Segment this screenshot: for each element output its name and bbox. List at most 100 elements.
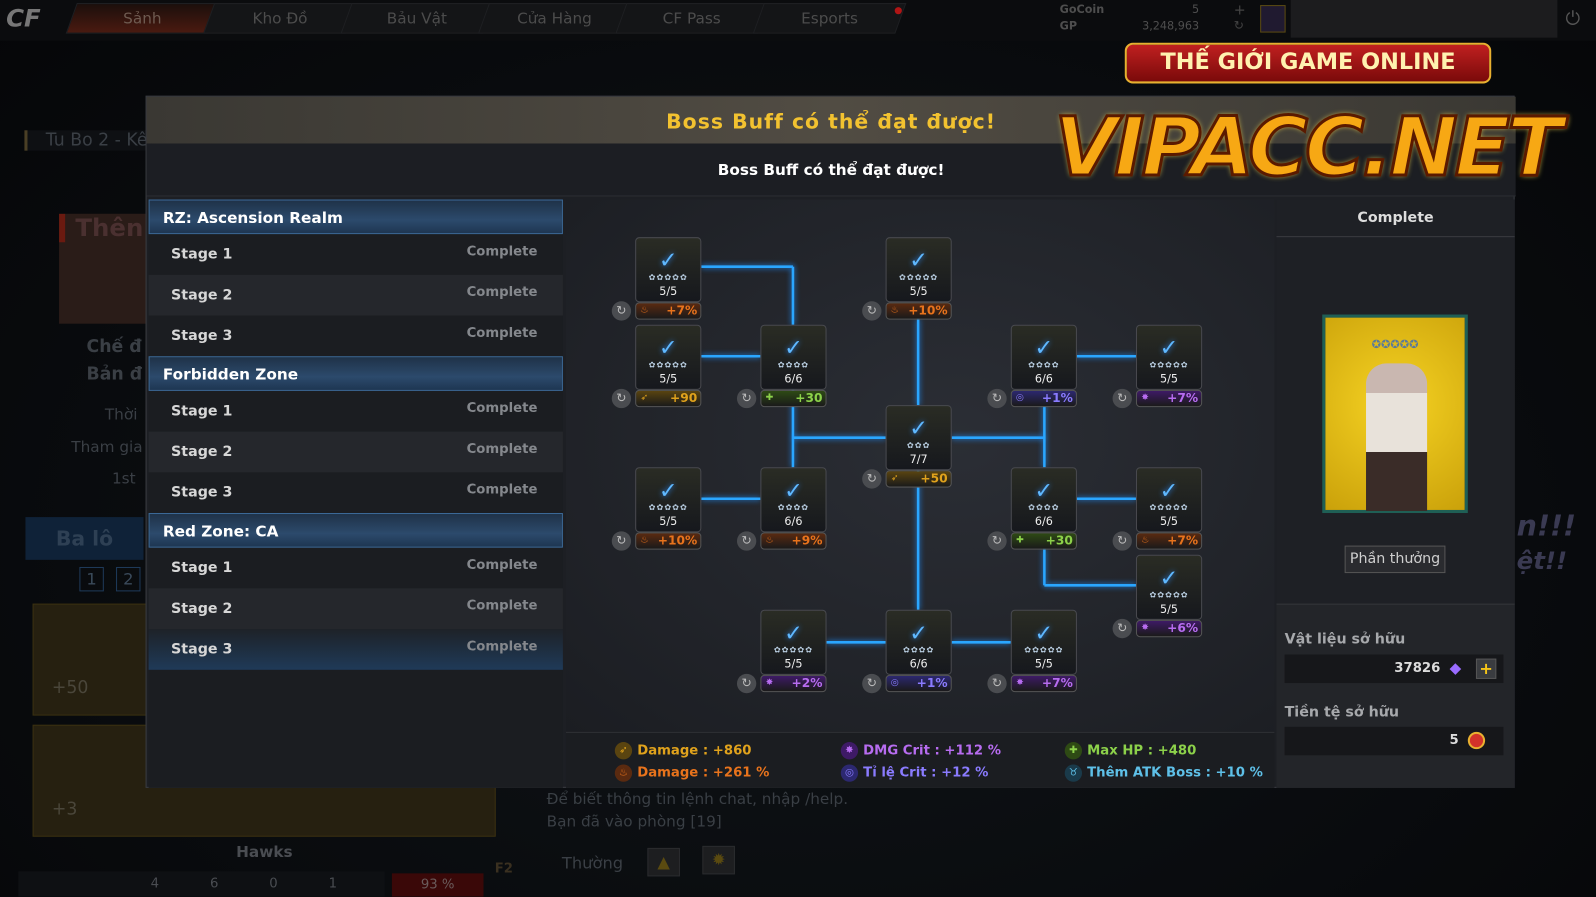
add-materials-button[interactable]: +	[1475, 658, 1497, 679]
boss-node[interactable]: ✓✿✿✿✿6/6	[885, 609, 952, 675]
buff-value: +30	[795, 390, 823, 406]
buff-badge: ◎+1%	[1010, 389, 1077, 408]
reward-character-card[interactable]: ✪✪✪✪✪	[1322, 314, 1468, 514]
boss-node[interactable]: ✓✿✿✿✿✿5/5	[635, 467, 702, 533]
boss-node[interactable]: ✓✿✿✿7/7	[885, 405, 952, 471]
tree-connectors	[701, 265, 1136, 644]
tab-cua-hang[interactable]: Cửa Hàng	[477, 3, 632, 34]
boss-node[interactable]: ✓✿✿✿✿✿5/5	[635, 324, 702, 390]
node-progress: 5/5	[1034, 657, 1053, 671]
tab-esports[interactable]: Esports	[752, 3, 907, 34]
boss-node[interactable]: ✓✿✿✿✿✿5/5	[885, 237, 952, 303]
chat-message: Để biết thông tin lệnh chat, nhập /help.	[546, 789, 849, 809]
boss-node[interactable]: ✓✿✿✿✿✿5/5	[1135, 324, 1203, 390]
reset-icon[interactable]: ↻	[987, 673, 1007, 694]
stage-status: Complete	[466, 598, 538, 614]
critrate-icon: ◎	[840, 764, 859, 782]
tab-kho-do[interactable]: Kho Đồ	[203, 3, 357, 34]
reset-icon[interactable]: ↻	[736, 388, 757, 409]
join-label: Tham gia	[71, 437, 143, 457]
boss-node[interactable]: ✓✿✿✿✿6/6	[760, 467, 827, 533]
boss-node[interactable]: ✓✿✿✿✿6/6	[1010, 467, 1077, 533]
reset-icon[interactable]: ↻	[736, 531, 757, 551]
hp-icon: ✚	[765, 392, 774, 404]
dialog-subtitle: Boss Buff có thể đạt được!	[146, 143, 1516, 197]
reset-icon[interactable]: ↻	[862, 673, 882, 694]
reward-button[interactable]: Phần thưởng	[1344, 545, 1446, 574]
rank-emblem-icon[interactable]	[1260, 5, 1286, 33]
zone-header[interactable]: Red Zone: CA	[148, 513, 563, 548]
dialog-title: Boss Buff có thể đạt được!	[146, 96, 1516, 144]
dmgcrit-icon: ✸	[765, 677, 774, 689]
ammo-count: +50	[51, 677, 89, 699]
boss-node[interactable]: ✓✿✿✿✿✿5/5	[1010, 609, 1077, 675]
tab-sanh[interactable]: Sảnh	[65, 3, 220, 34]
reset-icon[interactable]: ↻	[611, 301, 632, 321]
chat-mode-select[interactable]: Thường	[561, 853, 624, 873]
gp-value: 3,248,963	[1142, 19, 1200, 33]
boss-node[interactable]: ✓✿✿✿✿✿5/5	[1135, 554, 1203, 620]
tab-bau-vat[interactable]: Bảu Vật	[340, 3, 495, 34]
reset-icon[interactable]: ↻	[611, 388, 632, 409]
node-progress: 6/6	[1034, 372, 1053, 386]
tab-cf-pass[interactable]: CF Pass	[615, 3, 769, 34]
buff-total-text: Damage : +860	[637, 743, 752, 759]
node-progress: 5/5	[1160, 515, 1179, 529]
check-icon: ✓	[1034, 620, 1054, 647]
boss-node[interactable]: ✓✿✿✿✿6/6	[760, 324, 827, 390]
f2-hotkey[interactable]: F2	[494, 861, 513, 877]
backpack-slot-1[interactable]: 1	[79, 566, 104, 592]
stage-status: Complete	[466, 243, 538, 260]
reset-icon[interactable]: ↻	[736, 673, 757, 694]
refresh-icon[interactable]: ↻	[1233, 18, 1244, 33]
reset-icon[interactable]: ↻	[611, 531, 632, 551]
reset-icon[interactable]: ↻	[1112, 618, 1132, 639]
cf-logo[interactable]: CF	[6, 4, 41, 33]
gocoin-value: 5	[1191, 3, 1200, 17]
chat-up-icon[interactable]: ▲	[647, 847, 680, 877]
chat-message: Bạn đã vào phòng [19]	[546, 812, 722, 831]
boss-node[interactable]: ✓✿✿✿✿✿5/5	[635, 237, 702, 303]
backpack-slot-2[interactable]: 2	[116, 566, 141, 592]
boss-node[interactable]: ✓✿✿✿✿✿5/5	[760, 609, 827, 675]
boss-node[interactable]: ✓✿✿✿✿✿5/5	[1135, 467, 1203, 533]
gp-label: GP	[1059, 19, 1078, 33]
chat-settings-icon[interactable]: ✹	[702, 845, 735, 875]
buff-badge: ♨+9%	[760, 532, 827, 550]
stage-label: Stage 3	[171, 484, 233, 501]
reset-icon[interactable]: ↻	[862, 469, 882, 489]
stage-label: Stage 1	[171, 559, 233, 577]
team-name: Hawks	[236, 842, 293, 862]
boss-node[interactable]: ✓✿✿✿✿6/6	[1010, 324, 1077, 390]
backpack-tab[interactable]: Ba lô	[25, 517, 144, 560]
buff-total: ♉Thêm ATK Boss : +10 %	[1064, 764, 1263, 782]
reset-icon[interactable]: ↻	[1112, 531, 1132, 551]
power-icon[interactable]: ⏻	[1565, 8, 1581, 30]
add-coin-icon[interactable]: +	[1233, 2, 1246, 19]
buff-tree: ✓✿✿✿✿✿5/5♨+7%↻✓✿✿✿✿✿5/5♨+10%↻✓✿✿✿✿✿5/5➶+…	[565, 199, 1275, 732]
reset-icon[interactable]: ↻	[987, 531, 1007, 551]
node-progress: 5/5	[1160, 372, 1179, 386]
buff-badge: ✸+7%	[1135, 389, 1203, 408]
stage-row[interactable]: Stage 2 Complete	[148, 588, 563, 630]
buff-total-text: Thêm ATK Boss : +10 %	[1087, 765, 1263, 781]
reset-icon[interactable]: ↻	[862, 301, 882, 321]
reset-icon[interactable]: ↻	[987, 388, 1007, 409]
hp-icon: ✚	[1064, 742, 1083, 760]
check-icon: ✓	[909, 620, 929, 647]
profile-box[interactable]	[1290, 0, 1558, 38]
reset-icon[interactable]: ↻	[1112, 388, 1132, 409]
stage-label: Stage 2	[171, 600, 233, 617]
check-icon: ✓	[1159, 478, 1179, 504]
promo-text: ệt!!	[1516, 546, 1568, 576]
zone-header[interactable]: RZ: Ascension Realm	[148, 199, 563, 235]
zone-header[interactable]: Forbidden Zone	[148, 356, 563, 391]
